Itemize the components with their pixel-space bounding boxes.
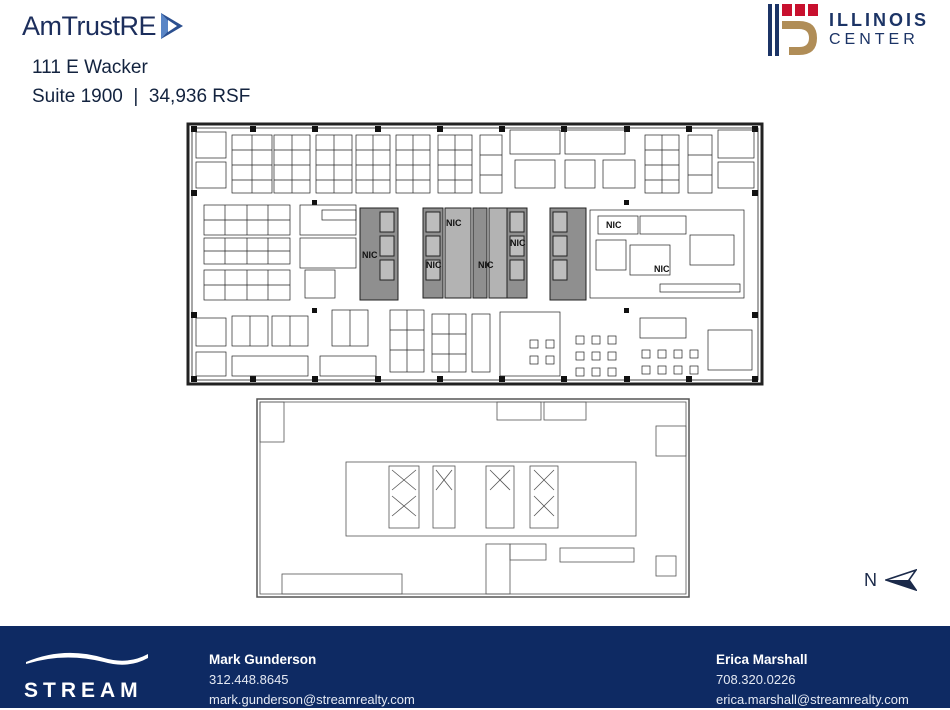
illinois-center-line2: CENTER [829, 31, 919, 48]
amtrust-arrow-icon [161, 13, 184, 39]
contact-card: Erica Marshall 708.320.0226 erica.marsha… [716, 650, 909, 710]
floor-plans: NIC NIC NIC NIC NIC NIC NIC [186, 122, 764, 598]
footer-bar: STREAM Mark Gunderson 312.448.8645 mark.… [0, 626, 950, 708]
amtrust-logo-text: AmTrustRE [22, 10, 157, 41]
nic-label: NIC [654, 264, 670, 274]
nic-label: NIC [606, 220, 622, 230]
illinois-center-mark-icon [768, 4, 818, 56]
cafe-seating [499, 311, 753, 377]
contact-phone[interactable]: 708.320.0226 [716, 672, 796, 687]
nic-label: NIC [478, 260, 494, 270]
lower-workstations [195, 309, 491, 377]
address-street: 111 E Wacker [32, 57, 148, 78]
compass-label: N [864, 569, 877, 590]
top-workstations [195, 129, 755, 194]
compass: N [864, 569, 917, 591]
stream-logo: STREAM [24, 650, 150, 703]
nic-label: NIC [510, 238, 526, 248]
left-workstations [203, 204, 357, 301]
contact-name: Erica Marshall [716, 652, 808, 667]
lower-floor-plan [256, 398, 690, 598]
contact-name: Mark Gunderson [209, 652, 317, 667]
upper-floor-plan: NIC NIC NIC NIC NIC NIC NIC [186, 122, 764, 386]
north-arrow-icon [885, 569, 917, 591]
contact-email[interactable]: mark.gunderson@streamrealty.com [209, 692, 415, 707]
address-suite: Suite 1900 | 34,936 RSF [32, 86, 251, 107]
amtrust-logo: AmTrustRE [22, 8, 185, 44]
columns [191, 126, 758, 382]
kitchen-area [589, 209, 745, 299]
contact-phone[interactable]: 312.448.8645 [209, 672, 289, 687]
nic-label: NIC [426, 260, 442, 270]
illinois-center-logo: ILLINOIS CENTER [767, 3, 929, 57]
building-core [359, 207, 587, 301]
stream-wave-icon [26, 652, 148, 665]
contact-card: Mark Gunderson 312.448.8645 mark.gunders… [209, 650, 415, 710]
illinois-center-line1: ILLINOIS [829, 10, 929, 30]
contact-email[interactable]: erica.marshall@streamrealty.com [716, 692, 909, 707]
stream-logo-text: STREAM [24, 679, 143, 702]
nic-label: NIC [446, 218, 462, 228]
nic-label: NIC [362, 250, 378, 260]
